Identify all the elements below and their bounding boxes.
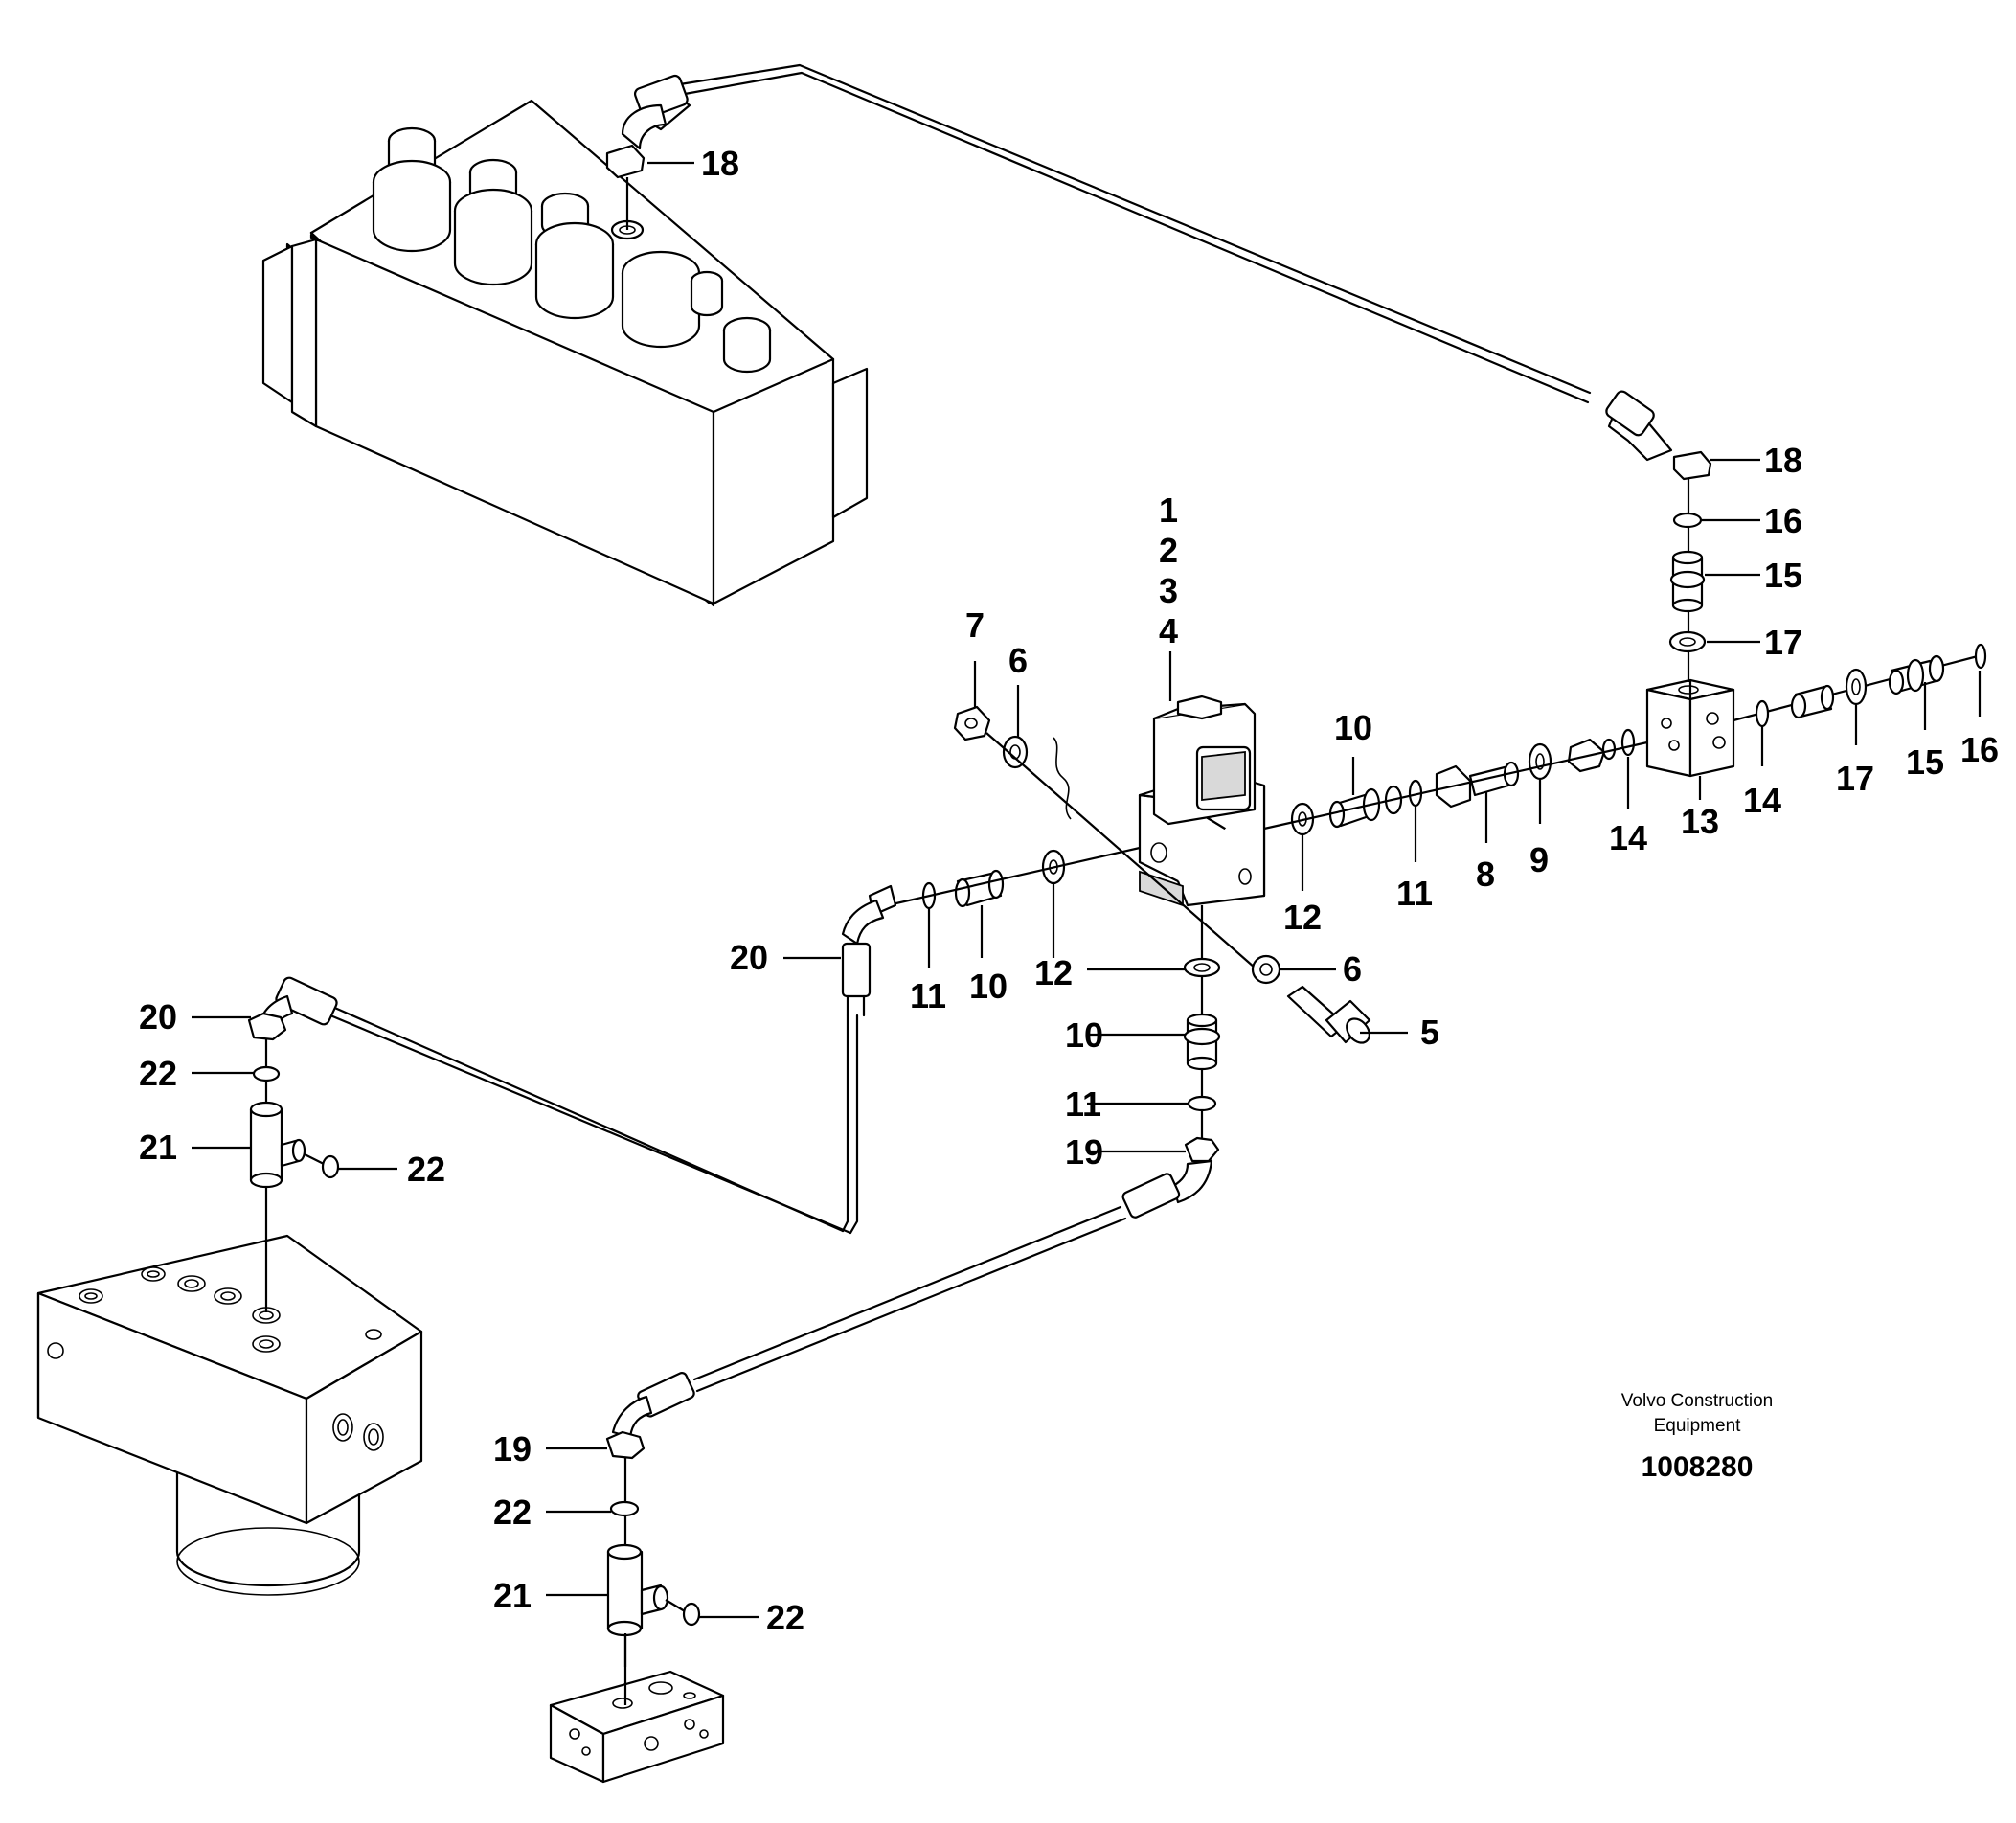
spool-cap-4 [621,250,772,374]
oring-22-lower-top [609,1500,640,1517]
callout-c11a: 11 [1396,874,1433,913]
hydraulic-tank-manifold [36,1234,423,1596]
oring-11-bottom [1187,1095,1217,1112]
callout-c14b: 14 [1743,781,1781,820]
callout-c12b: 12 [1034,953,1073,992]
hose-20 [328,884,897,1235]
callout-leaders [192,161,1982,1619]
washer-17-right [1845,668,1868,706]
callout-c7: 7 [965,605,985,645]
callout-c9: 9 [1529,840,1549,879]
callout-c10a: 10 [1334,708,1372,747]
bolt-5 [1286,985,1371,1044]
washer-12-bottom [1183,957,1221,978]
callout-c21a: 21 [139,1128,177,1167]
washer-17-top [1668,630,1707,653]
callout-c17a: 17 [1764,623,1802,662]
callout-c22b: 22 [407,1150,445,1189]
callout-c2: 2 [1159,531,1178,570]
washer-6-top [1002,735,1029,769]
callout-c11b: 11 [910,976,946,1015]
control-valve-block [261,99,869,607]
image-code: 1008280 [1642,1451,1754,1483]
washer-9 [1528,742,1552,781]
callout-c14a: 14 [1609,818,1647,857]
oring-14-left [1620,728,1636,757]
oring-22-lower-side [682,1602,701,1627]
manifold-block-bottom [549,1670,725,1784]
callout-c12a: 12 [1283,898,1322,937]
callout-c3: 3 [1159,571,1178,610]
break-line [1053,737,1072,820]
hose-nut-19-bottom [605,1430,646,1460]
callout-c22d: 22 [766,1598,804,1637]
oring-22-upper-side [321,1154,340,1179]
callout-c20b: 20 [139,997,177,1037]
adapter-plug-right [1790,684,1835,719]
callout-c20a: 20 [730,938,768,977]
adapter-15-right [1888,654,1945,695]
callout-c8: 8 [1476,855,1495,894]
callout-c18b: 18 [1764,441,1802,480]
adapter-10-bottom [1183,1013,1221,1071]
solenoid-valve [1138,695,1266,907]
hose-19 [611,1159,1213,1439]
callout-c17b: 17 [1836,759,1874,798]
callout-c6b: 6 [1343,949,1362,989]
callout-c13: 13 [1681,802,1719,841]
callout-c19b: 19 [493,1429,532,1469]
callout-c10c: 10 [1065,1015,1103,1055]
callout-c11c: 11 [1065,1084,1101,1124]
callout-c4: 4 [1159,611,1178,650]
manifold-block-13 [1645,678,1735,778]
tee-21-upper [249,1101,306,1189]
brand-block: Volvo Construction Equipment 1008280 [1621,1391,1773,1483]
hose-nut-19-top [1184,1136,1220,1163]
washer-6-bottom [1251,954,1281,985]
tee-21-lower [606,1543,669,1637]
callout-c1: 1 [1159,490,1178,530]
hose-18 [621,63,1673,462]
adapter-8 [1435,761,1520,809]
oring-16-top [1672,512,1703,529]
nut-7 [953,705,991,741]
callout-c22a: 22 [139,1054,177,1093]
spool-cap-1 [372,126,452,253]
spool-cap-2 [453,158,533,286]
oring-16-right [1974,643,1987,670]
hose-nut-18-top [605,144,646,179]
callout-c16a: 16 [1764,501,1802,540]
hose-nut-20-lower [247,1012,287,1041]
callout-c6a: 6 [1008,641,1028,680]
adapter-15-top [1669,550,1706,613]
callout-c16b: 16 [1960,730,1999,769]
callout-labels: 18 18 16 15 17 1 2 3 4 7 6 10 16 15 17 1… [139,144,1999,1637]
callout-c10b: 10 [969,967,1008,1006]
callout-c19a: 19 [1065,1132,1103,1172]
callout-c22c: 22 [493,1493,532,1532]
callout-c15b: 15 [1906,742,1944,782]
spool-cap-3 [534,192,615,320]
callout-c18a: 18 [701,144,739,183]
oring-22-upper-top [252,1065,281,1082]
callout-c15a: 15 [1764,556,1802,595]
callout-c21b: 21 [493,1576,532,1615]
brand-line-2: Equipment [1654,1416,1742,1436]
brand-line-1: Volvo Construction [1621,1391,1773,1411]
callout-c5: 5 [1420,1013,1439,1052]
hose-nut-18-right [1672,450,1712,481]
oring-14-right [1755,699,1770,728]
